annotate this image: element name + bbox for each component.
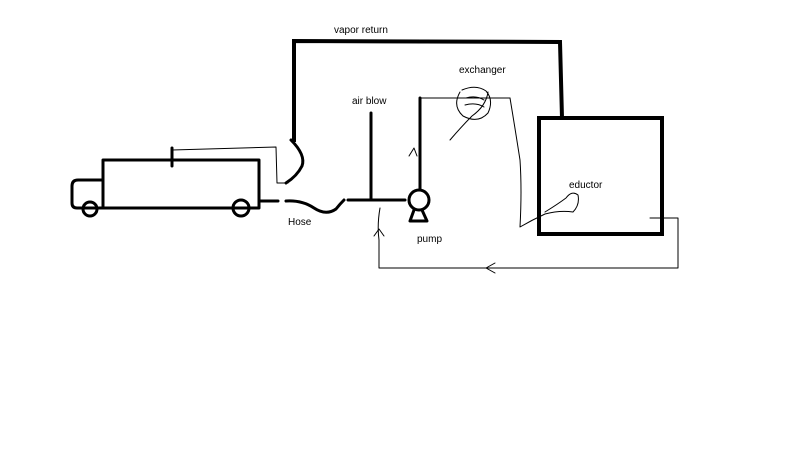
- pump-base: [408, 208, 429, 223]
- truck-front-wheel: [81, 200, 99, 218]
- pump: [407, 96, 431, 223]
- eductor-tank: [537, 116, 664, 236]
- vapor-return-hook: [284, 138, 305, 185]
- exchanger-coil: [449, 86, 492, 141]
- eductor-label: eductor: [569, 180, 603, 191]
- vapor-return-line: [292, 38, 565, 142]
- hose: [284, 198, 346, 214]
- truck-vapor-line: [171, 146, 289, 184]
- arrow-pump-up: [408, 147, 418, 157]
- return-loop: [377, 207, 679, 269]
- truck-cab: [70, 178, 105, 210]
- pump-casing: [407, 188, 431, 212]
- vapor-return-label: vapor return: [334, 25, 388, 36]
- truck-tank: [101, 158, 261, 210]
- exchanger-to-eductor-line: [509, 97, 579, 228]
- pump-label: pump: [417, 234, 442, 245]
- arrow-return-left: [485, 262, 496, 274]
- truck: [70, 146, 280, 218]
- truck-rear-wheel: [231, 198, 251, 218]
- hose-label: Hose: [288, 217, 312, 228]
- arrow-return-up: [373, 228, 385, 237]
- air-blow-label: air blow: [352, 96, 387, 107]
- exchanger-label: exchanger: [459, 65, 506, 76]
